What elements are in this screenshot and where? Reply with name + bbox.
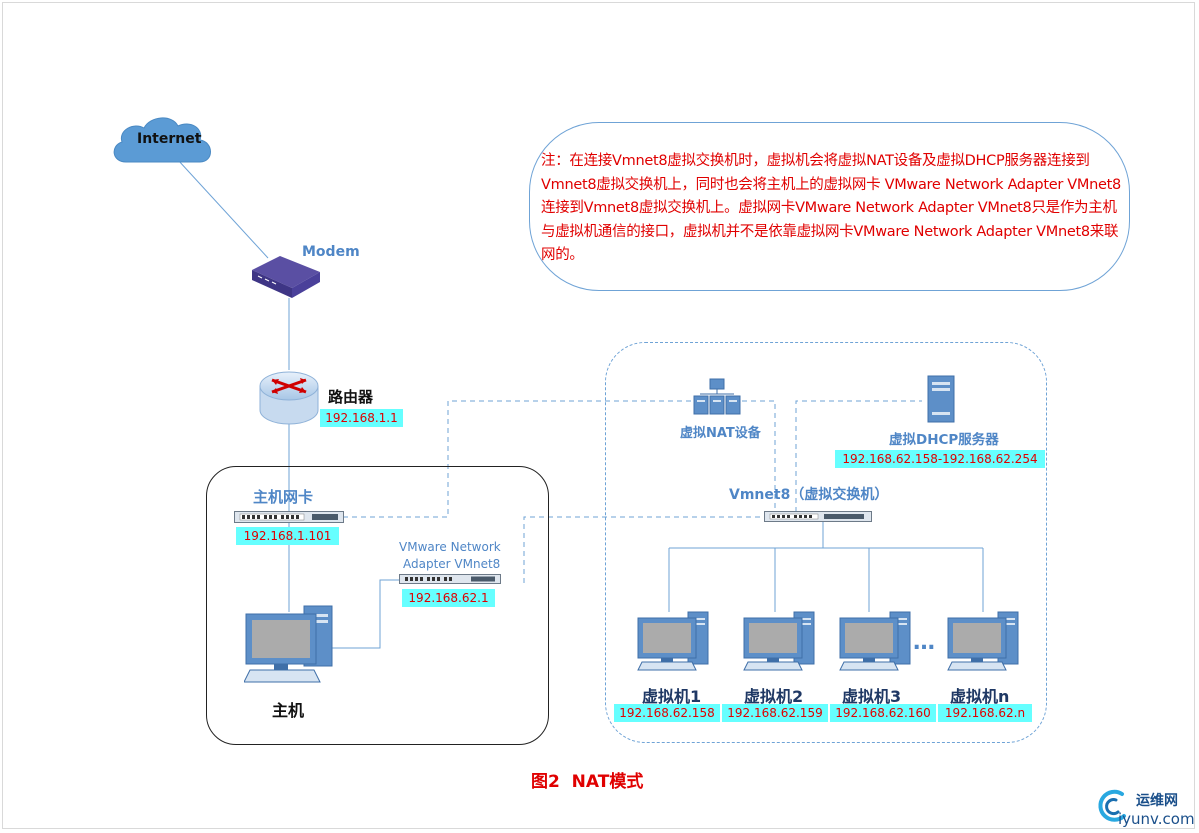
host-computer-icon: [244, 605, 333, 683]
modem-icon: [252, 256, 320, 298]
router-label: 路由器: [328, 388, 374, 406]
vm-ellipsis: …: [913, 630, 937, 655]
dhcp-switch-link: [795, 400, 922, 512]
vm1-label: 虚拟机1: [642, 687, 702, 706]
vmnet8-adapter-icon: [399, 574, 501, 584]
host-machine-box: [206, 466, 549, 745]
watermark-name: 运维网: [1136, 793, 1178, 809]
host-nic-icon: [234, 511, 344, 523]
watermark-logo-icon: [1098, 789, 1126, 822]
internet-label: Internet: [137, 131, 202, 147]
vmnet8-adapter-ip-badge: 192.168.62.1: [402, 589, 495, 607]
vm2-label: 虚拟机2: [744, 687, 804, 706]
vswitch-label: Vmnet8（虚拟交换机）: [729, 487, 889, 503]
cloud-modem-link: [177, 159, 269, 259]
host-nic-ip-badge: 192.168.1.101: [236, 527, 339, 545]
note-text: 注：在连接Vmnet8虚拟交换机时，虚拟机会将虚拟NAT设备及虚拟DHCP服务器…: [541, 153, 1121, 263]
adapter-switch-link: [523, 516, 764, 583]
vm1-ip-badge: 192.168.62.158: [614, 704, 720, 722]
vmn-label: 虚拟机n: [950, 687, 1010, 706]
figure-caption: 图2 NAT模式: [531, 772, 644, 792]
modem-label: Modem: [302, 244, 360, 260]
router-ip-badge: 192.168.1.1: [320, 409, 403, 427]
host-nic-label: 主机网卡: [253, 488, 314, 506]
host-label: 主机: [272, 701, 305, 720]
nat-switch-link: [742, 400, 776, 512]
dhcp-server-icon: [927, 375, 955, 423]
virtual-network-box: [605, 342, 1047, 743]
vm2-computer-icon: [743, 611, 815, 671]
note-bubble: [529, 122, 1130, 291]
vm1-computer-icon: [637, 611, 709, 671]
dhcp-range-badge: 192.168.62.158-192.168.62.254: [835, 450, 1045, 468]
dhcp-server-label: 虚拟DHCP服务器: [889, 432, 999, 448]
vmn-computer-icon: [947, 611, 1019, 671]
vswitch-icon: [764, 511, 872, 522]
nic-nat-link: [343, 400, 696, 518]
vm3-label: 虚拟机3: [842, 687, 902, 706]
watermark-url: iyunv.com: [1118, 810, 1195, 828]
router-icon: [259, 371, 319, 425]
vm3-computer-icon: [839, 611, 911, 671]
internet-cloud-icon: [113, 117, 211, 163]
vmn-ip-badge: 192.168.62.n: [938, 704, 1032, 722]
vm2-ip-badge: 192.168.62.159: [722, 704, 828, 722]
host-adapter-link: [332, 579, 400, 649]
vmnet8-adapter-label-line2: Adapter VMnet8: [403, 557, 501, 571]
vmnet8-adapter-label-line1: VMware Network: [399, 540, 501, 554]
vm3-ip-badge: 192.168.62.160: [830, 704, 936, 722]
nat-device-label: 虚拟NAT设备: [680, 426, 761, 441]
nat-device-icon: [693, 378, 741, 415]
